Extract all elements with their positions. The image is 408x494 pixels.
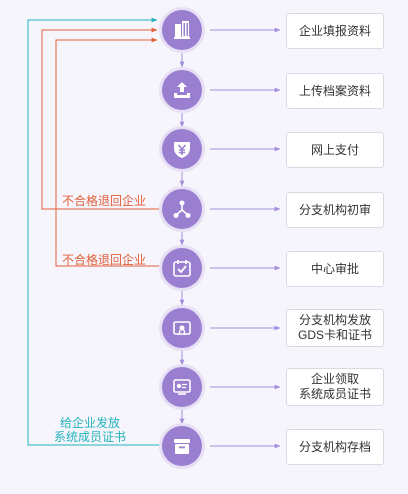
step-box-3: 网上支付 bbox=[286, 132, 384, 168]
archive-icon bbox=[162, 426, 202, 466]
step-label-2: 上传档案资料 bbox=[298, 83, 371, 98]
reject-loop-line-1 bbox=[41, 27, 160, 210]
step-box-6: 分支机构发放 GDS卡和证书 bbox=[286, 309, 384, 347]
certificate-icon bbox=[162, 308, 202, 348]
step-label-6b: GDS卡和证书 bbox=[297, 328, 372, 342]
step-box-4: 分支机构初审 bbox=[286, 192, 384, 228]
reject-loop-line-2 bbox=[55, 37, 160, 267]
step-label-5: 中心审批 bbox=[310, 261, 359, 276]
issue-label: 给企业发放 系统成员证书 bbox=[54, 416, 126, 444]
reject-label-2: 不合格退回企业 bbox=[62, 253, 147, 267]
step-box-5: 中心审批 bbox=[286, 251, 384, 287]
step-label-3: 网上支付 bbox=[310, 142, 359, 157]
branch-icon bbox=[162, 189, 202, 229]
step-label-6a: 分支机构发放 bbox=[298, 313, 371, 327]
upload-icon bbox=[162, 70, 202, 110]
step-box-1: 企业填报资料 bbox=[286, 13, 384, 49]
step-label-1: 企业填报资料 bbox=[298, 23, 371, 38]
building-icon bbox=[162, 10, 202, 50]
issue-label-line2: 系统成员证书 bbox=[54, 430, 127, 444]
step-box-8: 分支机构存档 bbox=[286, 429, 384, 465]
step-label-4: 分支机构初审 bbox=[298, 202, 371, 217]
step-label-7b: 系统成员证书 bbox=[298, 387, 371, 401]
reject-label-1: 不合格退回企业 bbox=[62, 194, 147, 208]
issue-loop-line bbox=[27, 17, 160, 446]
step-label-8: 分支机构存档 bbox=[298, 439, 371, 454]
issue-label-line1: 给企业发放 bbox=[60, 416, 121, 430]
step-box-7: 企业领取 系统成员证书 bbox=[286, 368, 384, 406]
horizontal-arrows bbox=[210, 27, 281, 449]
certificate-receive-icon bbox=[162, 367, 202, 407]
calendar-check-icon bbox=[162, 248, 202, 288]
yen-icon bbox=[162, 129, 202, 169]
step-label-7a: 企业领取 bbox=[310, 372, 359, 386]
step-box-2: 上传档案资料 bbox=[286, 73, 384, 109]
